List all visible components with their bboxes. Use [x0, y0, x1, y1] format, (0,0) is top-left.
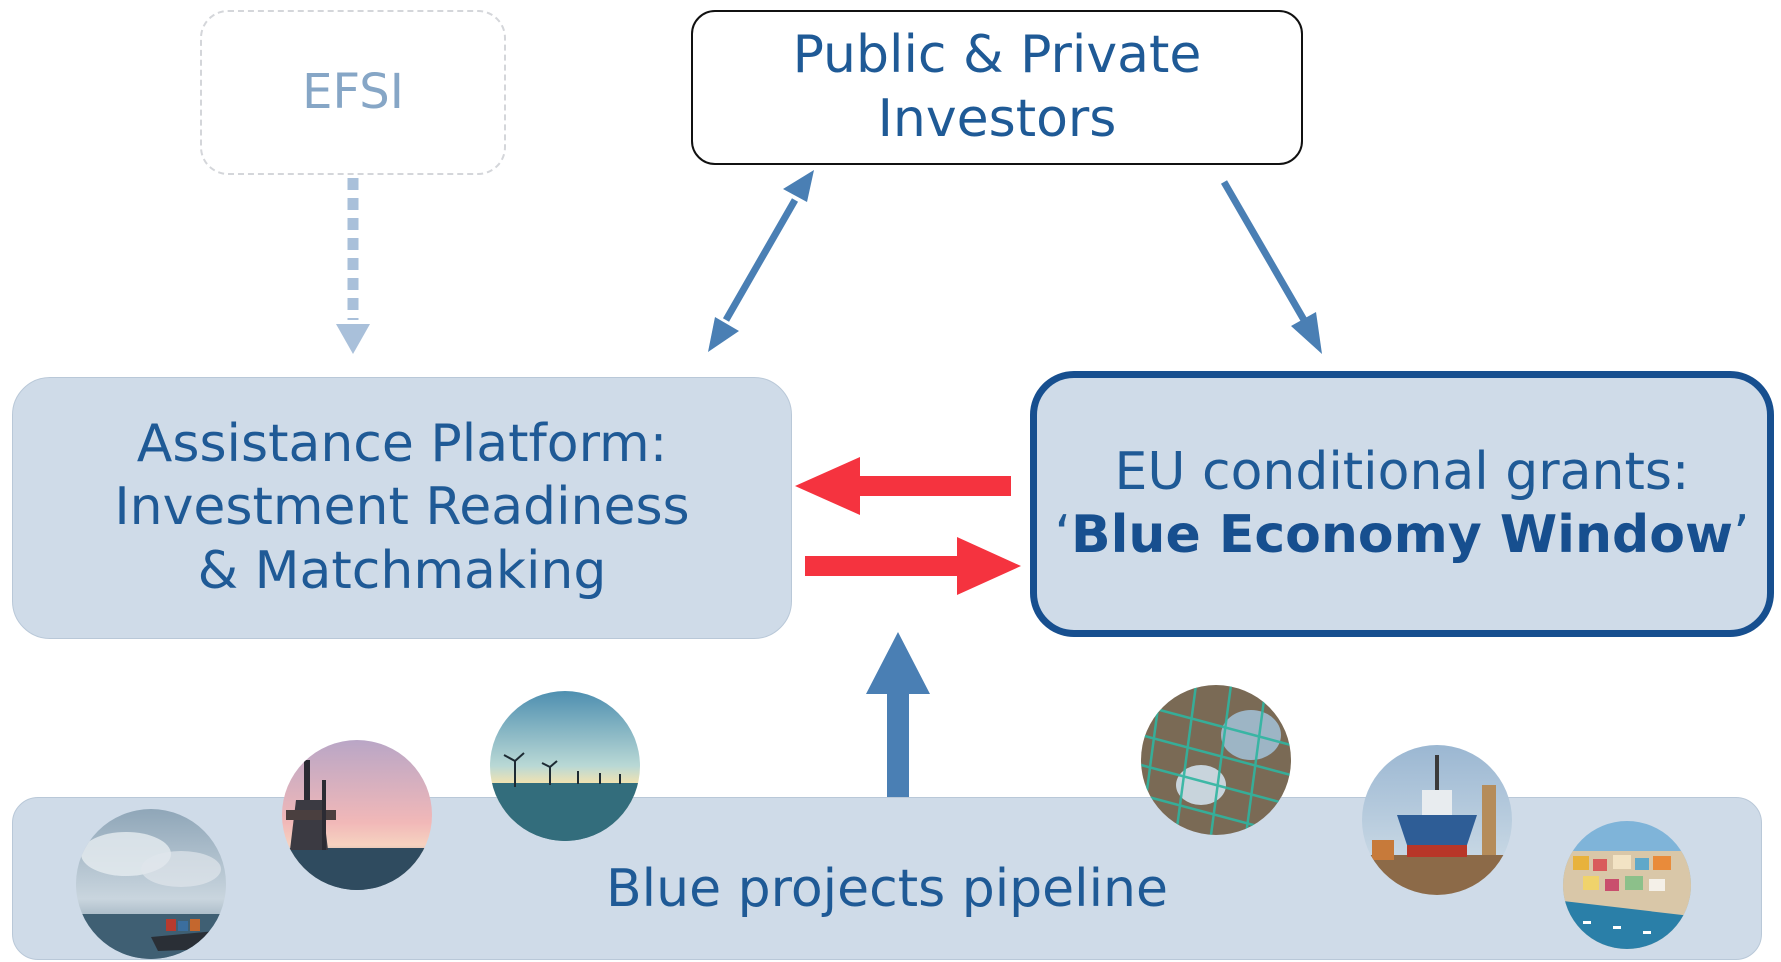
pipeline-up-arrow-shaft	[887, 690, 909, 800]
grants-line-1: EU conditional grants:	[1114, 441, 1690, 502]
red-arrow-right-shaft	[805, 556, 962, 576]
grants-quote-open: ‘	[1054, 505, 1071, 565]
grants-quote-close: ’	[1733, 505, 1750, 565]
platform-line-1: Assistance Platform:	[136, 413, 668, 474]
offshore-wind-photo	[490, 691, 640, 841]
efsi-label: EFSI	[302, 64, 404, 121]
grants-emphasis: Blue Economy Window	[1070, 505, 1734, 565]
investors-platform-arrowhead-bottom	[708, 317, 739, 352]
red-arrow-left-shaft	[855, 476, 1011, 496]
pipeline-up-arrowhead	[866, 632, 930, 694]
investors-line-1: Public & Private	[792, 25, 1202, 86]
red-arrow-left-head	[795, 457, 860, 515]
efsi-arrowhead	[336, 324, 370, 354]
investors-platform-arrowhead-top	[783, 170, 814, 202]
investors-grants-arrowhead	[1291, 312, 1322, 354]
shipyard-photo	[1362, 745, 1512, 895]
investors-line-2: Investors	[877, 88, 1117, 149]
investors-platform-arrow	[722, 198, 799, 322]
red-arrow-right-head	[957, 537, 1021, 595]
eu-grants-box: EU conditional grants: ‘Blue Economy Win…	[1030, 371, 1774, 637]
fishing-net-photo	[1141, 685, 1291, 835]
grants-line-2: ‘Blue Economy Window’	[1054, 504, 1749, 567]
oil-rig-photo	[282, 740, 432, 890]
platform-line-3: & Matchmaking	[197, 540, 607, 601]
assistance-platform-box: Assistance Platform: Investment Readines…	[12, 377, 792, 639]
coastal-town-photo	[1563, 821, 1691, 949]
efsi-box: EFSI	[200, 10, 506, 175]
investors-grants-arrow	[1220, 180, 1308, 322]
container-ship-photo	[76, 809, 226, 959]
platform-line-2: Investment Readiness	[114, 477, 690, 538]
investors-box: Public & Private Investors	[691, 10, 1303, 165]
pipeline-label: Blue projects pipeline	[606, 859, 1168, 919]
